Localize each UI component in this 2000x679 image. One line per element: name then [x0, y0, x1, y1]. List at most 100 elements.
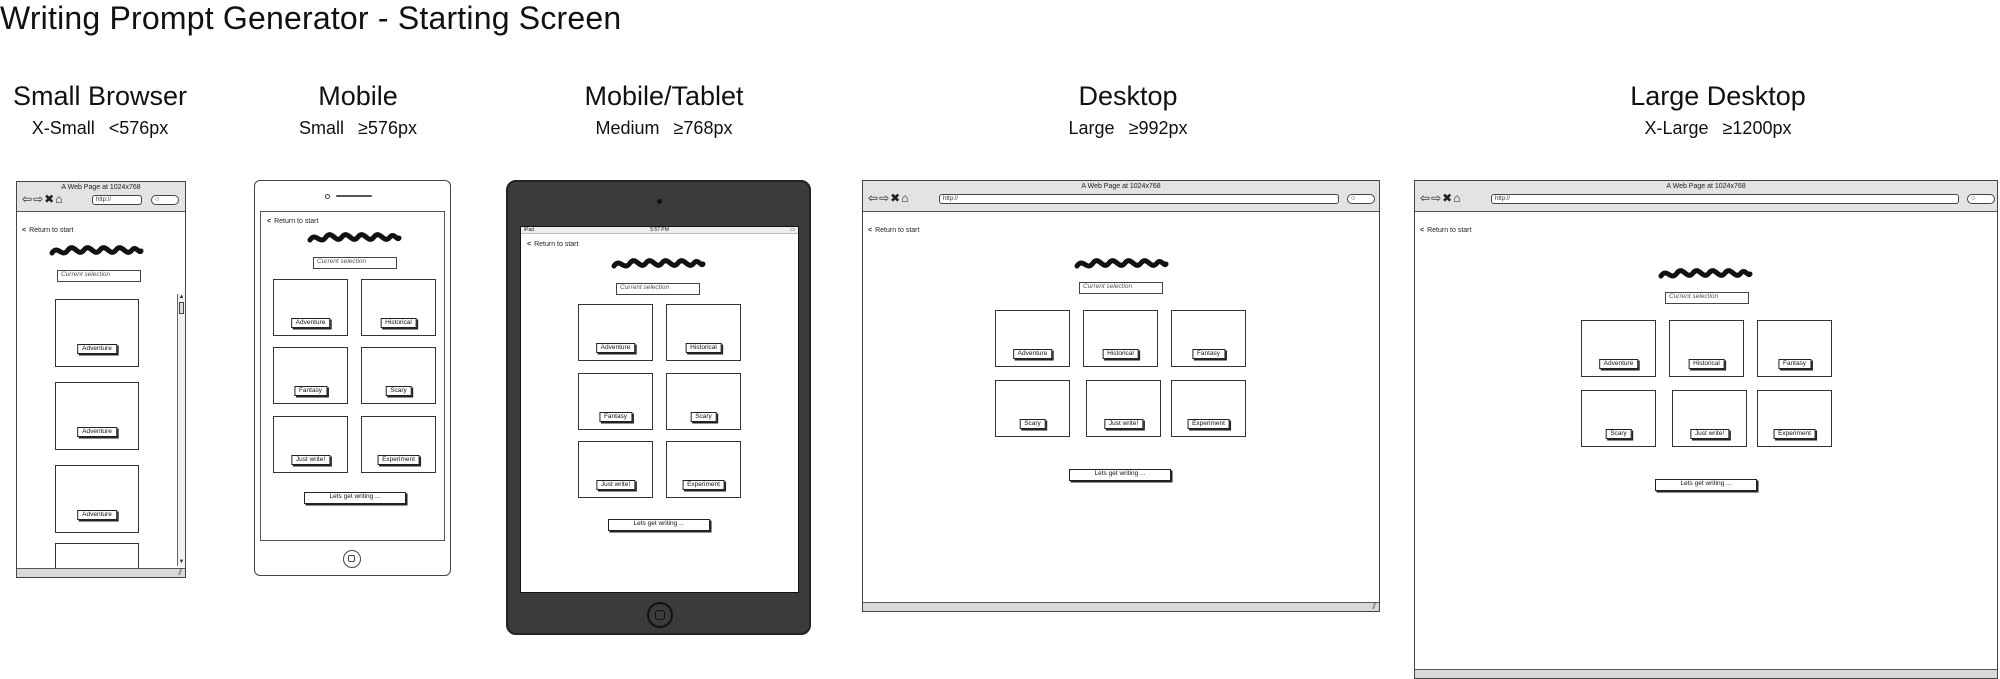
genre-card[interactable]: Just write! — [273, 416, 348, 473]
genre-button[interactable]: Fantasy — [1777, 359, 1812, 369]
genre-card[interactable]: Scary — [361, 347, 436, 404]
home-button-icon[interactable] — [647, 602, 673, 628]
scroll-down-icon[interactable]: ▼ — [178, 559, 185, 565]
genre-card[interactable]: Scary — [1581, 390, 1656, 447]
genre-button[interactable]: Fantasy — [1191, 349, 1226, 359]
genre-card[interactable]: Experiment — [1171, 380, 1246, 437]
scroll-thumb[interactable] — [179, 302, 184, 314]
return-to-start-link[interactable]: <Return to start — [22, 227, 73, 234]
forward-icon[interactable]: ⇨ — [879, 191, 891, 205]
url-field[interactable]: http:// — [939, 194, 1339, 204]
genre-card[interactable]: Just write! — [578, 441, 653, 498]
genre-button[interactable]: Experiment — [1773, 429, 1816, 439]
genre-card[interactable]: Fantasy — [1171, 310, 1246, 367]
genre-button[interactable]: Scary — [385, 386, 412, 396]
home-icon[interactable]: ⌂ — [1453, 191, 1462, 205]
genre-card[interactable]: Fantasy — [273, 347, 348, 404]
genre-card[interactable]: Just write! — [1086, 380, 1161, 437]
genre-card[interactable]: Adventure — [578, 304, 653, 361]
genre-button[interactable]: Adventure — [77, 427, 117, 437]
return-to-start-link[interactable]: <Return to start — [527, 241, 578, 248]
return-to-start-link[interactable]: <Return to start — [1420, 227, 1471, 234]
close-icon[interactable]: ✖ — [1442, 191, 1454, 205]
genre-button[interactable]: Experiment — [377, 455, 420, 465]
genre-card[interactable]: Adventure — [273, 279, 348, 336]
url-field[interactable]: http:// — [1491, 194, 1959, 204]
genre-card[interactable]: Scary — [995, 380, 1070, 437]
current-selection-field[interactable]: Current selection — [313, 257, 397, 269]
lets-get-writing-button[interactable]: Lets get writing ... — [1069, 469, 1171, 481]
vertical-scrollbar[interactable]: ▲ ▼ — [177, 294, 185, 566]
genre-button[interactable]: Historical — [685, 343, 722, 353]
genre-card[interactable]: Experiment — [1757, 390, 1832, 447]
genre-card[interactable]: Adventure — [1581, 320, 1656, 377]
genre-button[interactable]: Just write! — [290, 455, 331, 465]
genre-button[interactable]: Scary — [1605, 429, 1632, 439]
genre-button[interactable]: Historical — [380, 318, 417, 328]
genre-button[interactable]: Just write! — [1689, 429, 1730, 439]
current-selection-field[interactable]: Current selection — [57, 270, 141, 282]
genre-button[interactable]: Just write! — [595, 480, 636, 490]
lets-get-writing-button[interactable]: Lets get writing ... — [1655, 479, 1757, 491]
genre-button[interactable]: Scary — [690, 412, 717, 422]
scroll-up-icon[interactable]: ▲ — [178, 294, 185, 300]
back-icon[interactable]: ⇦ — [1420, 191, 1432, 205]
genre-button[interactable]: Adventure — [290, 318, 331, 328]
search-field[interactable]: ○ — [1347, 194, 1375, 204]
genre-button[interactable]: Experiment — [1187, 419, 1230, 429]
return-to-start-link[interactable]: <Return to start — [267, 218, 318, 225]
genre-button[interactable]: Adventure — [77, 510, 117, 520]
breakpoint-name: Mobile — [318, 81, 398, 111]
genre-button[interactable]: Historical — [1102, 349, 1139, 359]
logo-scribble-path — [1658, 268, 1753, 279]
lets-get-writing-button[interactable]: Lets get writing ... — [608, 519, 710, 531]
back-icon[interactable]: ⇦ — [22, 192, 34, 206]
genre-button[interactable]: Fantasy — [598, 412, 633, 422]
genre-card[interactable]: Historical — [361, 279, 436, 336]
close-icon[interactable]: ✖ — [890, 191, 902, 205]
home-button-icon[interactable] — [343, 550, 361, 568]
resize-grip-icon[interactable]: ⫽ — [1372, 602, 1376, 611]
genre-card[interactable]: Adventure — [995, 310, 1070, 367]
url-field[interactable]: http:// — [92, 195, 142, 205]
search-field[interactable]: ○ — [151, 195, 179, 205]
genre-button[interactable]: Adventure — [1012, 349, 1053, 359]
home-icon[interactable]: ⌂ — [901, 191, 910, 205]
genre-card[interactable]: Adventure — [55, 299, 139, 367]
current-selection-field[interactable]: Current selection — [1079, 282, 1163, 294]
logo-scribble-path — [611, 258, 706, 269]
mobile-phone-frame: <Return to start Current selection Adven… — [254, 180, 451, 576]
back-icon[interactable]: ⇦ — [868, 191, 880, 205]
genre-card[interactable]: Adventure — [55, 465, 139, 533]
current-selection-field[interactable]: Current selection — [616, 283, 700, 295]
close-icon[interactable]: ✖ — [44, 192, 56, 206]
genre-card[interactable]: Scary — [666, 373, 741, 430]
genre-button[interactable]: Historical — [1688, 359, 1725, 369]
search-field[interactable]: ○ — [1967, 194, 1995, 204]
genre-button[interactable]: Adventure — [595, 343, 636, 353]
genre-card[interactable]: Experiment — [361, 416, 436, 473]
current-selection-field[interactable]: Current selection — [1665, 292, 1749, 304]
status-time: 5:57 PM — [650, 227, 669, 233]
genre-button[interactable]: Adventure — [1598, 359, 1639, 369]
forward-icon[interactable]: ⇨ — [33, 192, 45, 206]
return-to-start-link[interactable]: <Return to start — [868, 227, 919, 234]
genre-card[interactable]: Just write! — [1672, 390, 1747, 447]
genre-card[interactable]: Fantasy — [578, 373, 653, 430]
genre-card[interactable]: Historical — [666, 304, 741, 361]
genre-button[interactable]: Scary — [1019, 419, 1046, 429]
genre-card[interactable]: Historical — [1083, 310, 1158, 367]
genre-card[interactable]: Fantasy — [1757, 320, 1832, 377]
forward-icon[interactable]: ⇨ — [1431, 191, 1443, 205]
genre-button[interactable]: Just write! — [1103, 419, 1144, 429]
genre-button[interactable]: Fantasy — [293, 386, 328, 396]
genre-card[interactable]: Adventure — [55, 382, 139, 450]
genre-card[interactable]: Experiment — [666, 441, 741, 498]
resize-grip-icon[interactable]: ⫽ — [178, 568, 182, 577]
home-icon[interactable]: ⌂ — [55, 192, 64, 206]
genre-button[interactable]: Experiment — [682, 480, 725, 490]
lets-get-writing-button[interactable]: Lets get writing ... — [304, 492, 406, 504]
genre-button[interactable]: Adventure — [77, 344, 117, 354]
return-label: Return to start — [875, 227, 920, 234]
genre-card[interactable]: Historical — [1669, 320, 1744, 377]
